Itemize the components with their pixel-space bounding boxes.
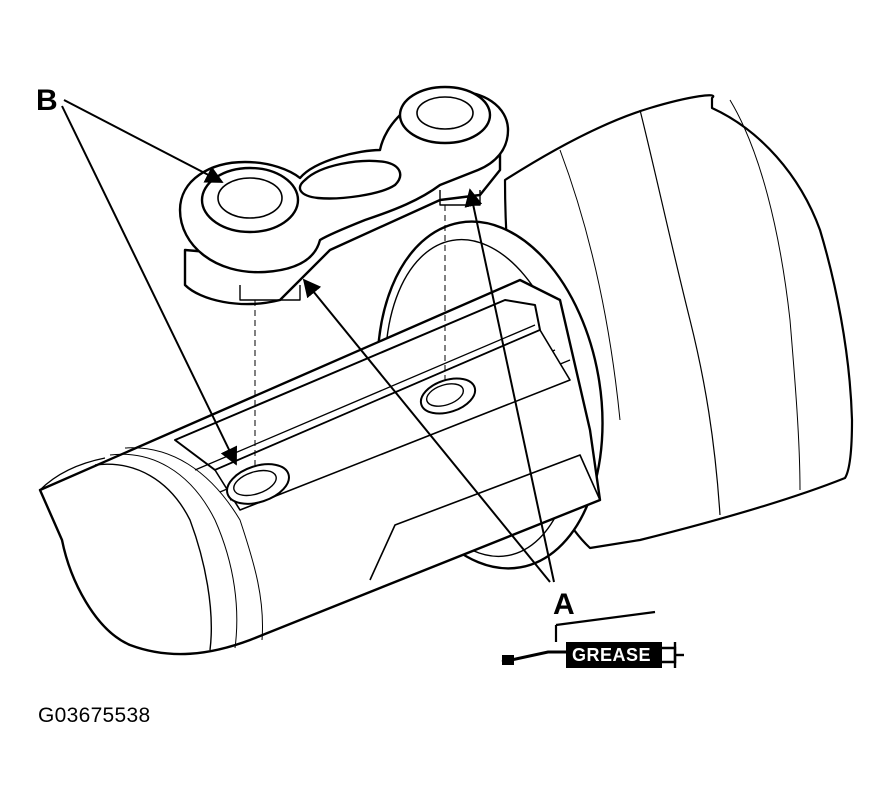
rack-bolt-holes — [226, 377, 477, 505]
alignment-lines — [254, 205, 446, 470]
grease-gun-symbol: GREASE — [501, 610, 684, 668]
callout-a: A — [302, 188, 575, 621]
callout-b: B — [36, 84, 238, 466]
callout-a-label: A — [553, 588, 575, 621]
callout-a-leader-left — [302, 278, 551, 583]
figure-id: G03675538 — [38, 704, 151, 727]
callout-b-leader-upper — [63, 99, 224, 183]
grease-label: GREASE — [572, 645, 651, 665]
rack-housing-tube — [38, 278, 602, 656]
callout-a-leader-right — [464, 188, 555, 583]
callout-b-leader-lower — [61, 105, 238, 466]
callout-b-label: B — [36, 84, 58, 117]
grease-label-box — [566, 642, 662, 668]
rack-stopper-bracket — [178, 85, 510, 306]
